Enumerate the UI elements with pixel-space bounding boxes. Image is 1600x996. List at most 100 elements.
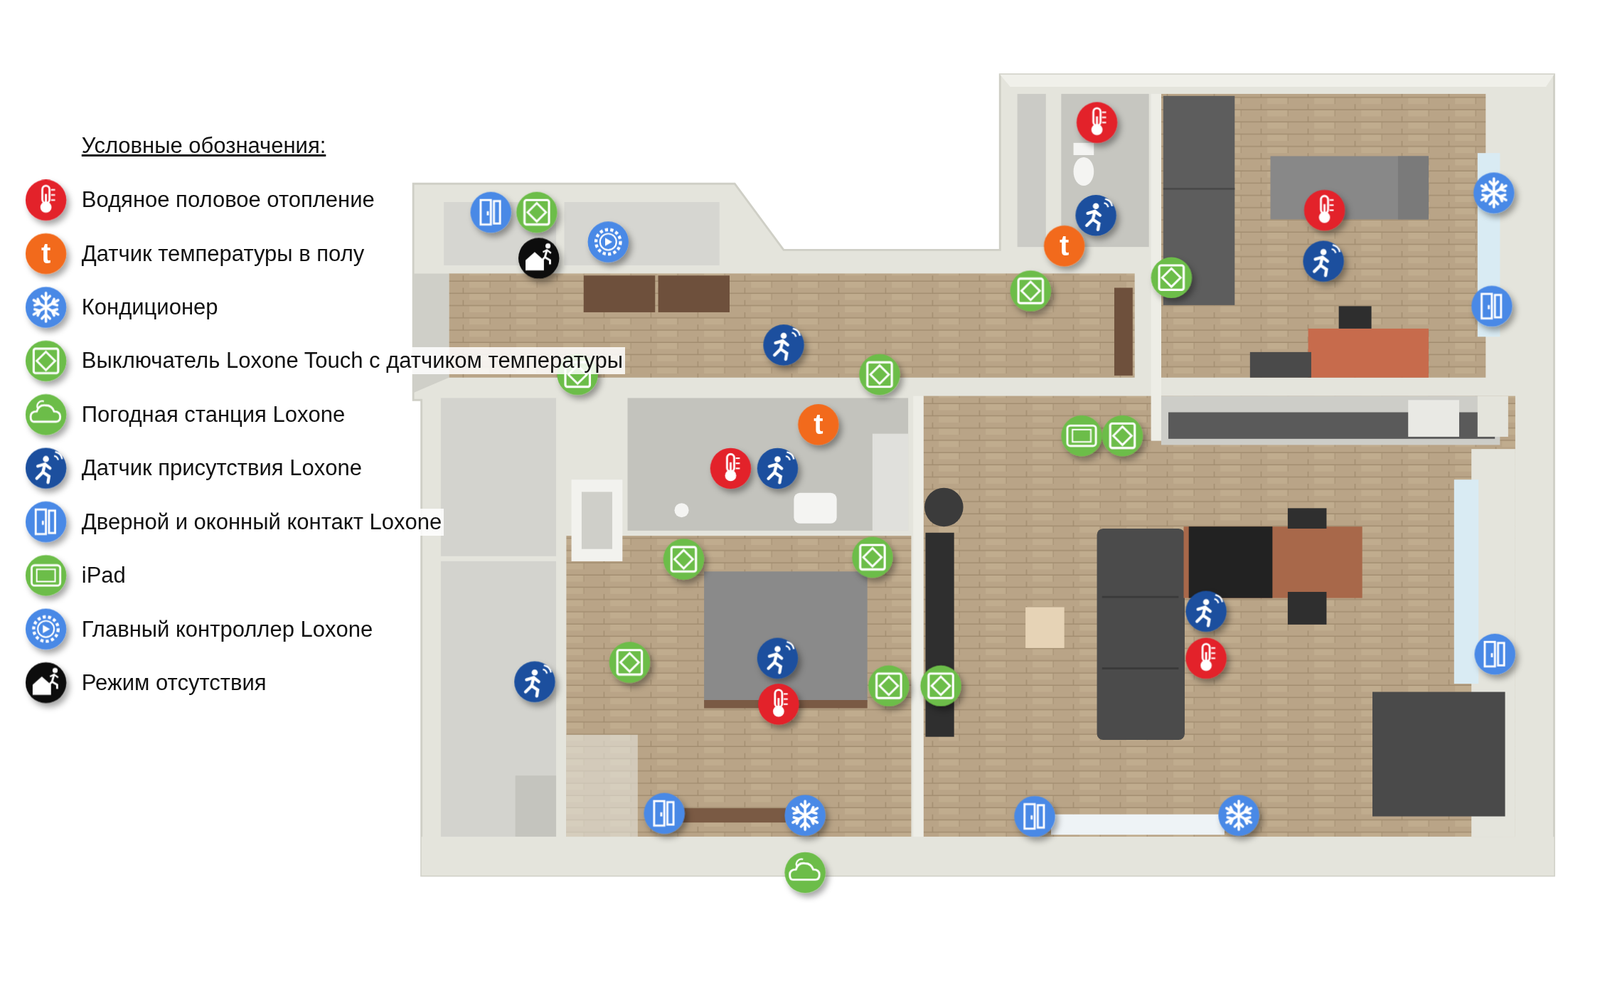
plan-shape: [1339, 305, 1372, 329]
touch-switch-icon: [609, 641, 650, 682]
legend-label: Дверной и оконный контакт Loxone: [79, 508, 444, 536]
plan-shape: [1102, 595, 1180, 599]
weather-station-icon: [25, 393, 67, 435]
plan-shape: [913, 396, 924, 837]
legend-label: iPad: [79, 561, 128, 589]
door-contact-icon: [25, 501, 67, 542]
plan-shape: [1270, 155, 1429, 220]
legend-title: Условные обозначения:: [81, 132, 327, 160]
touch-switch-icon: [851, 536, 893, 578]
plan-shape: [566, 734, 638, 837]
plan-shape: [1025, 606, 1065, 648]
icon-layer: [25, 101, 1516, 893]
plan-shape: [1163, 187, 1235, 190]
legend-label: Кондиционер: [79, 293, 221, 321]
touch-switch-icon: [859, 354, 900, 395]
plan-shape: [704, 571, 868, 702]
sensor-letter: t: [813, 408, 823, 439]
plan-shape: [564, 201, 720, 266]
plan-shape: [1102, 667, 1180, 670]
legend-label: Датчик присутствия Loxone: [79, 454, 365, 482]
plan-shape: [1287, 507, 1327, 529]
legend-label: Погодная станция Loxone: [79, 401, 348, 429]
plan-shape: [1308, 328, 1429, 378]
touch-switch-icon: [920, 664, 961, 706]
plan-shape: [1250, 352, 1312, 378]
presence-sensor-icon: [763, 324, 804, 365]
door-contact-icon: [1474, 633, 1516, 675]
door-contact-icon: [643, 792, 685, 834]
presence-sensor-icon: [514, 661, 555, 702]
sensor-letter: t: [41, 238, 51, 269]
sensor-letter: t: [1059, 230, 1069, 261]
door-contact-icon: [1471, 285, 1512, 327]
legend-label: Датчик температуры в полу: [79, 240, 367, 268]
floor-sensor-icon: [797, 403, 839, 445]
plan-shape: [515, 775, 557, 837]
floor-heating-icon: [1304, 189, 1345, 231]
plan-shape: [1161, 93, 1486, 378]
plan-shape: [1184, 526, 1363, 598]
presence-sensor-icon: [757, 637, 798, 679]
plan-shape: [1051, 814, 1225, 835]
plan-shape: [566, 535, 911, 837]
floor-heating-icon: [1185, 637, 1226, 679]
plan-shape: [627, 397, 909, 530]
presence-sensor-icon: [1302, 241, 1344, 282]
touch-switch-icon: [516, 192, 557, 233]
plan-shape: [1477, 396, 1509, 437]
presence-sensor-icon: [25, 447, 67, 488]
plan-shape: [413, 273, 449, 393]
door-contact-icon: [470, 192, 512, 233]
plan-shape: [999, 74, 1554, 87]
ipad-icon: [25, 554, 67, 596]
plan-shape: [1161, 396, 1500, 446]
presence-sensor-icon: [757, 448, 798, 489]
air-conditioner-icon: [1473, 172, 1514, 213]
air-conditioner-icon: [1218, 794, 1259, 835]
plan-shape: [413, 74, 1554, 876]
plan-shape: [421, 836, 1555, 876]
plan-shape: [440, 397, 557, 556]
floor-sensor-icon: [25, 233, 67, 274]
plan-shape: [1408, 399, 1460, 437]
door-contact-icon: [1014, 795, 1055, 837]
plan-shape: [440, 561, 557, 837]
plan-shape: [1287, 591, 1327, 625]
presence-sensor-icon: [1185, 590, 1226, 632]
floor-heating-icon: [25, 179, 67, 220]
plan-shape: [1188, 526, 1273, 598]
ipad-icon: [1060, 415, 1102, 456]
plan-shape: [581, 491, 613, 549]
plan-shape: [1097, 528, 1185, 740]
legend-label: Выключатель Loxone Touch с датчиком темп…: [79, 347, 626, 375]
plan-shape: [1060, 93, 1149, 247]
presence-sensor-icon: [1075, 194, 1116, 236]
away-mode-icon: [518, 237, 559, 279]
plan-shape: [571, 479, 623, 562]
floor-heating-icon: [1076, 101, 1118, 143]
plan-shape: [1017, 93, 1047, 247]
floor-heating-icon: [758, 683, 799, 724]
controller-icon: [588, 221, 629, 262]
floor-heating-icon: [710, 448, 751, 489]
plan-shape: [923, 396, 1516, 837]
plan-shape: [658, 275, 730, 313]
plan-shape: [1073, 142, 1095, 156]
plan-shape: [1114, 288, 1133, 376]
plan-shape: [1398, 155, 1429, 220]
touch-switch-icon: [868, 664, 909, 706]
air-conditioner-icon: [25, 286, 67, 328]
plan-shape: [1372, 691, 1506, 817]
plan-shape: [872, 433, 909, 531]
touch-switch-icon: [25, 340, 67, 382]
away-mode-icon: [25, 662, 67, 703]
plan-shape: [924, 487, 964, 527]
touch-switch-icon: [1102, 415, 1143, 456]
plan-shape: [793, 492, 837, 524]
legend-label: Водяное половое отопление: [79, 186, 377, 214]
touch-switch-icon: [1151, 256, 1192, 298]
plan-shape: [925, 532, 954, 737]
plan-shape: [674, 502, 690, 517]
